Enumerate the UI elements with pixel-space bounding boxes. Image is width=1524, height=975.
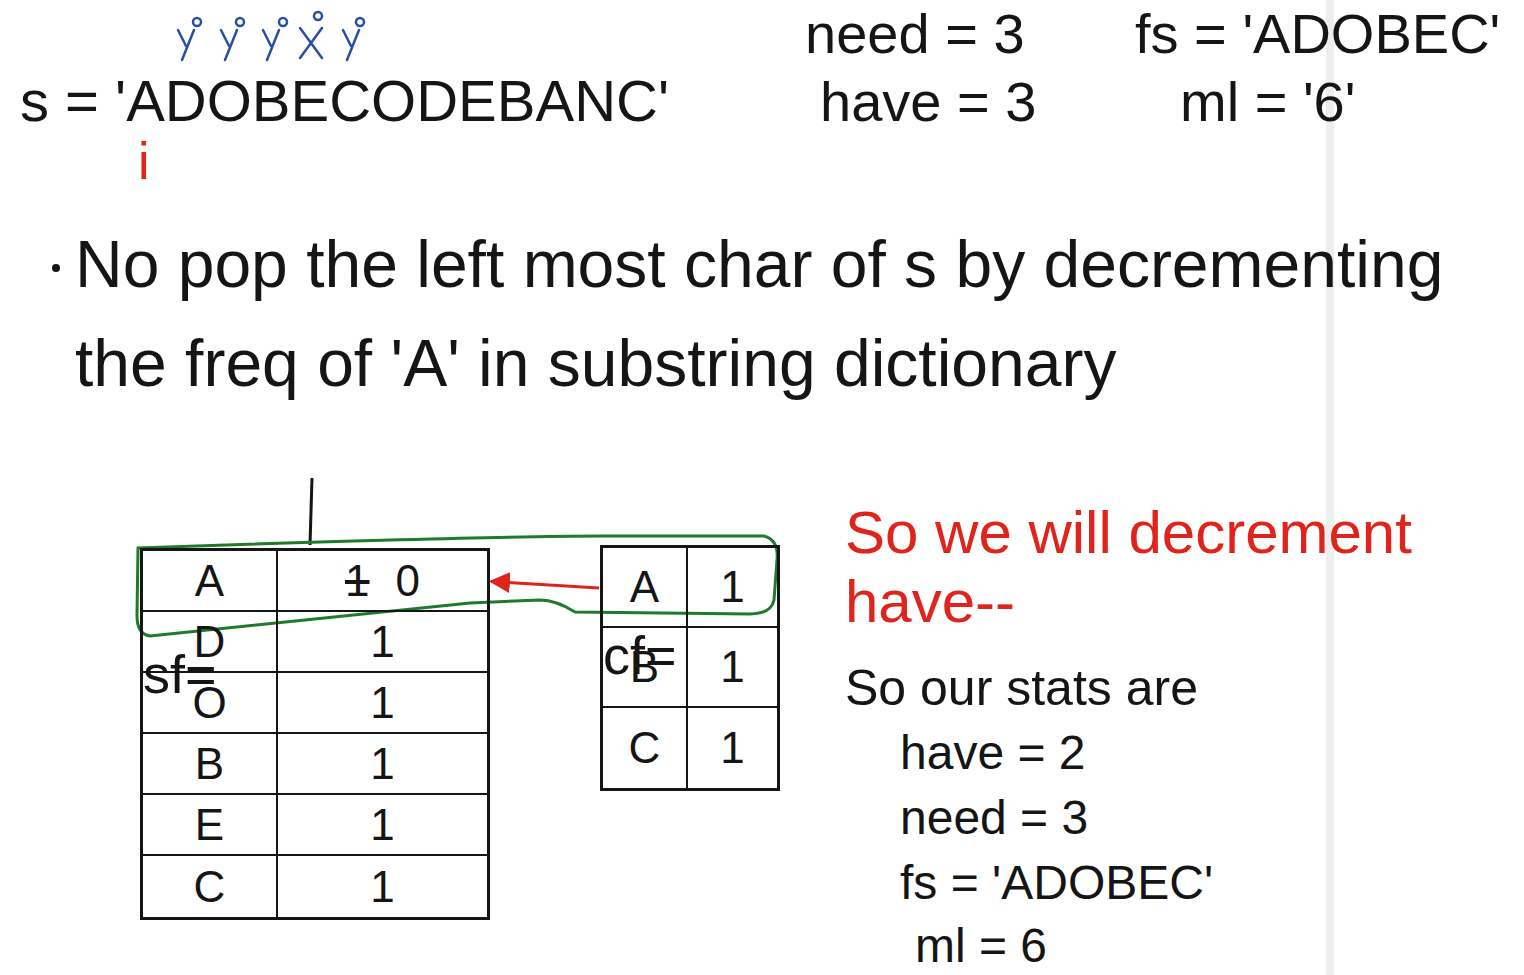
key-cell: O	[143, 673, 278, 732]
key-cell: A	[603, 548, 688, 626]
note-text: need = 3	[900, 790, 1088, 845]
key-cell: C	[603, 708, 688, 788]
tick-circle	[193, 18, 201, 26]
page-edge	[1326, 0, 1334, 975]
table-row: E1	[143, 795, 487, 856]
tick	[178, 30, 194, 60]
count-cell: 1	[688, 628, 777, 706]
cell-text: 1	[370, 800, 394, 850]
table-row: C1	[143, 856, 487, 917]
cell-text: 1	[370, 739, 394, 789]
note-text: So we will decrement have--	[845, 498, 1485, 636]
count-cell: 1	[278, 612, 487, 671]
count-cell: 1	[278, 856, 487, 917]
cell-text: C	[629, 723, 661, 773]
cell-text: 1	[370, 678, 394, 728]
count-cell: 1	[278, 734, 487, 793]
count-cell: 10	[278, 551, 487, 610]
tick	[221, 30, 237, 60]
cell-text: 1	[720, 723, 744, 773]
cell-text: 1	[720, 642, 744, 692]
note-text: have = 3	[820, 70, 1036, 134]
table-row: A1	[603, 548, 777, 628]
highlight-loop	[137, 536, 777, 636]
table-row: C1	[603, 708, 777, 788]
note-text: So our stats are	[845, 660, 1198, 718]
key-cell: D	[143, 612, 278, 671]
frequency-table: cf=A1B1C1	[600, 545, 780, 791]
count-cell: 1	[278, 673, 487, 732]
cell-text: B	[195, 739, 224, 789]
table-row: A 10	[143, 551, 487, 612]
cell-text: A	[195, 556, 224, 606]
key-cell: E	[143, 795, 278, 854]
tick	[300, 28, 322, 58]
note-text: s = 'ADOBECODEBANC'	[20, 68, 669, 135]
tick-circle	[236, 18, 244, 26]
note-text: have = 2	[900, 725, 1085, 780]
tick	[263, 30, 279, 60]
key-cell: B	[603, 628, 688, 706]
tick	[343, 30, 359, 60]
key-cell: C	[143, 856, 278, 917]
table-row: D1	[143, 612, 487, 673]
note-text: need = 3	[805, 2, 1025, 66]
cell-text: B	[630, 642, 659, 692]
cell-text: C	[194, 862, 226, 912]
note-text: fs = 'ADOBEC'	[900, 855, 1213, 910]
cell-text: E	[195, 800, 224, 850]
key-cell: A	[143, 551, 278, 610]
note-text: ml = '6'	[1180, 70, 1355, 134]
tick-circle	[279, 18, 287, 26]
key-cell: B	[143, 734, 278, 793]
count-cell: 1	[278, 795, 487, 854]
bullet-dot	[52, 264, 60, 272]
cell-text: O	[192, 678, 226, 728]
note-text: ml = 6	[915, 918, 1047, 973]
cell-text: 1	[370, 617, 394, 667]
note-text: No pop the left most char of s by decrem…	[75, 215, 1505, 413]
tick-circle	[314, 12, 322, 20]
cell-text: A	[630, 562, 659, 612]
cell-text: 1	[370, 862, 394, 912]
leader-line	[310, 478, 312, 545]
cell-text: 1	[720, 562, 744, 612]
frequency-table: sf=A10D1O1B1E1C1	[140, 548, 490, 920]
note-text: fs = 'ADOBEC'	[1135, 2, 1500, 66]
table-row: B1	[143, 734, 487, 795]
arrow-connector	[491, 582, 599, 589]
table-row: O1	[143, 673, 487, 734]
count-cell: 1	[688, 548, 777, 626]
table-row: B1	[603, 628, 777, 708]
cell-text: 0	[396, 556, 420, 606]
count-cell: 1	[688, 708, 777, 788]
note-text: i	[138, 132, 150, 192]
old-count: 1	[345, 556, 369, 606]
tick-circle	[356, 18, 364, 26]
tick-marks	[178, 12, 364, 60]
cell-text: D	[194, 617, 226, 667]
